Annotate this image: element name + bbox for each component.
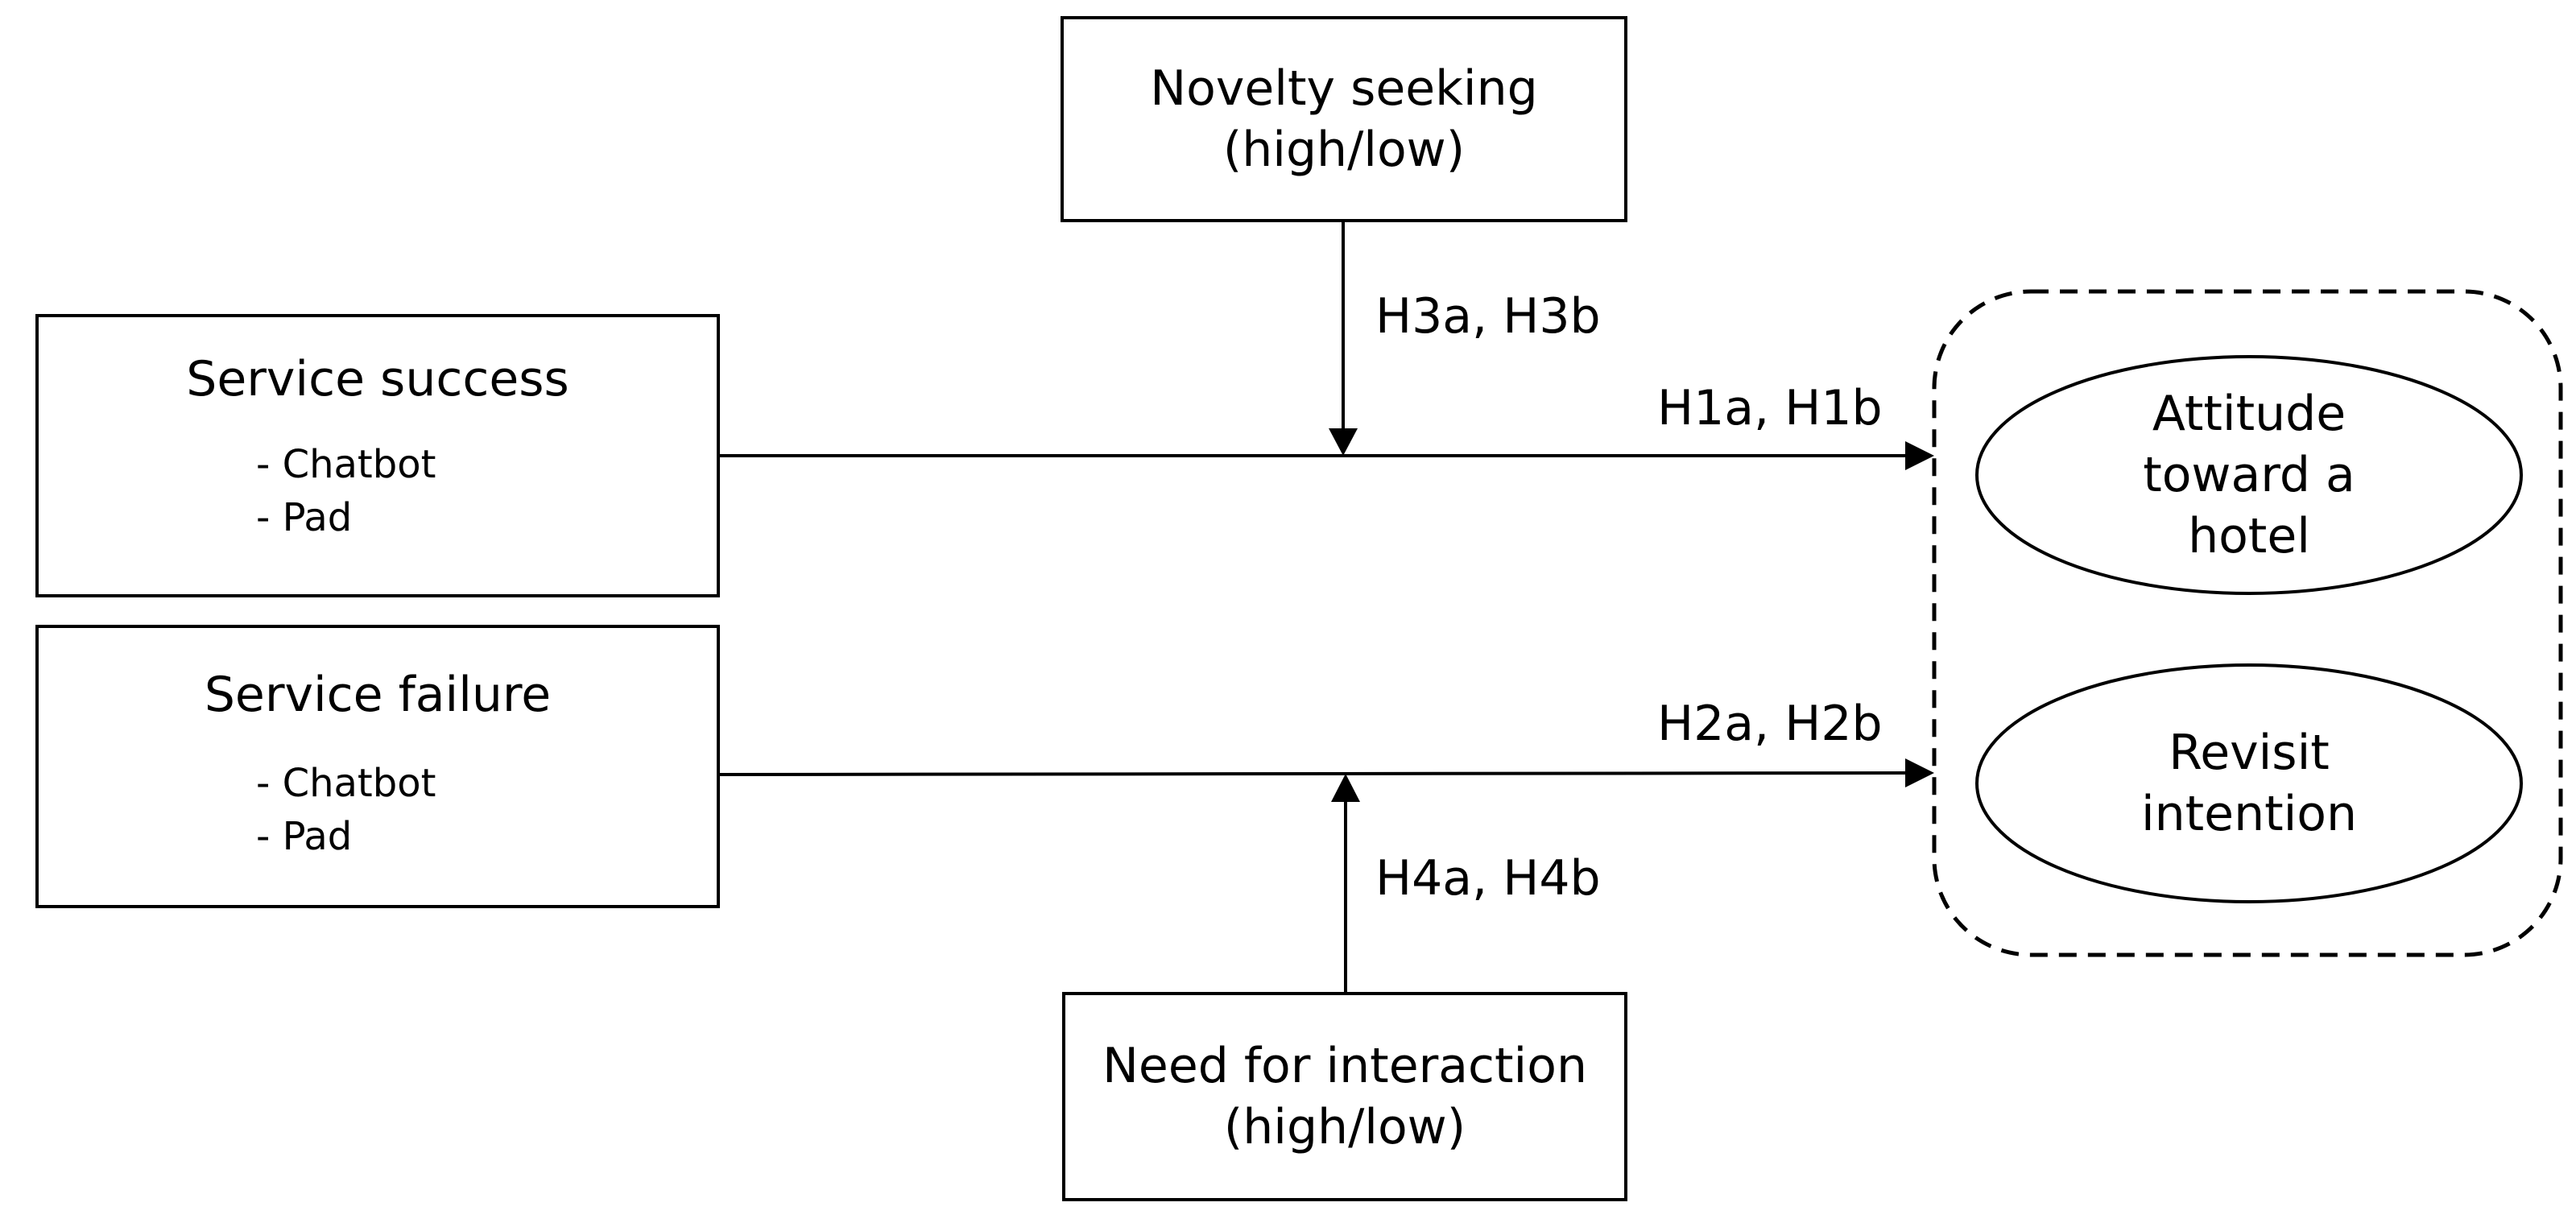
service-failure-item: - Pad <box>256 814 353 859</box>
hypothesis-h2-label: H2a, H2b <box>1657 696 1883 752</box>
hypothesis-h3-label: H3a, H3b <box>1375 288 1601 345</box>
service-success-items: - Chatbot - Pad <box>256 438 436 544</box>
need-for-interaction-label: Need for interaction <box>1102 1038 1587 1094</box>
attitude-line: Attitude <box>2152 386 2347 442</box>
attitude-line: toward a <box>2143 447 2355 503</box>
service-success-title: Service success <box>186 351 569 407</box>
need-for-interaction-box: Need for interaction (high/low) <box>1062 992 1627 1201</box>
path-h1-arrowhead <box>1905 441 1934 470</box>
service-failure-item: - Chatbot <box>256 761 436 806</box>
hypothesis-h1-label: H1a, H1b <box>1657 380 1883 436</box>
moderator-h3-arrowhead <box>1329 428 1358 456</box>
hypothesis-h4-label: H4a, H4b <box>1375 850 1601 907</box>
revisit-line: intention <box>2140 786 2358 842</box>
moderator-h4-arrowhead <box>1331 774 1360 802</box>
service-success-box: Service success - Chatbot - Pad <box>35 314 720 597</box>
novelty-seeking-label: Novelty seeking <box>1150 60 1538 117</box>
path-h2-line <box>717 771 1908 776</box>
service-success-item: - Chatbot <box>256 442 436 487</box>
revisit-text: Revisit intention <box>1977 665 2521 902</box>
novelty-seeking-box: Novelty seeking (high/low) <box>1061 16 1627 222</box>
service-failure-items: - Chatbot - Pad <box>256 757 436 863</box>
service-failure-title: Service failure <box>204 667 552 723</box>
outcome-group-dashed-border <box>1932 289 2563 957</box>
attitude-line: hotel <box>2188 508 2310 564</box>
revisit-ellipse <box>1975 663 2523 903</box>
novelty-seeking-level: (high/low) <box>1222 122 1466 178</box>
need-for-interaction-level: (high/low) <box>1223 1099 1466 1155</box>
service-success-item: - Pad <box>256 495 353 540</box>
revisit-line: Revisit <box>2169 725 2330 781</box>
service-failure-box: Service failure - Chatbot - Pad <box>35 625 720 908</box>
attitude-text: Attitude toward a hotel <box>1977 357 2521 593</box>
path-h2-arrowhead <box>1905 758 1934 787</box>
attitude-ellipse <box>1975 355 2523 595</box>
